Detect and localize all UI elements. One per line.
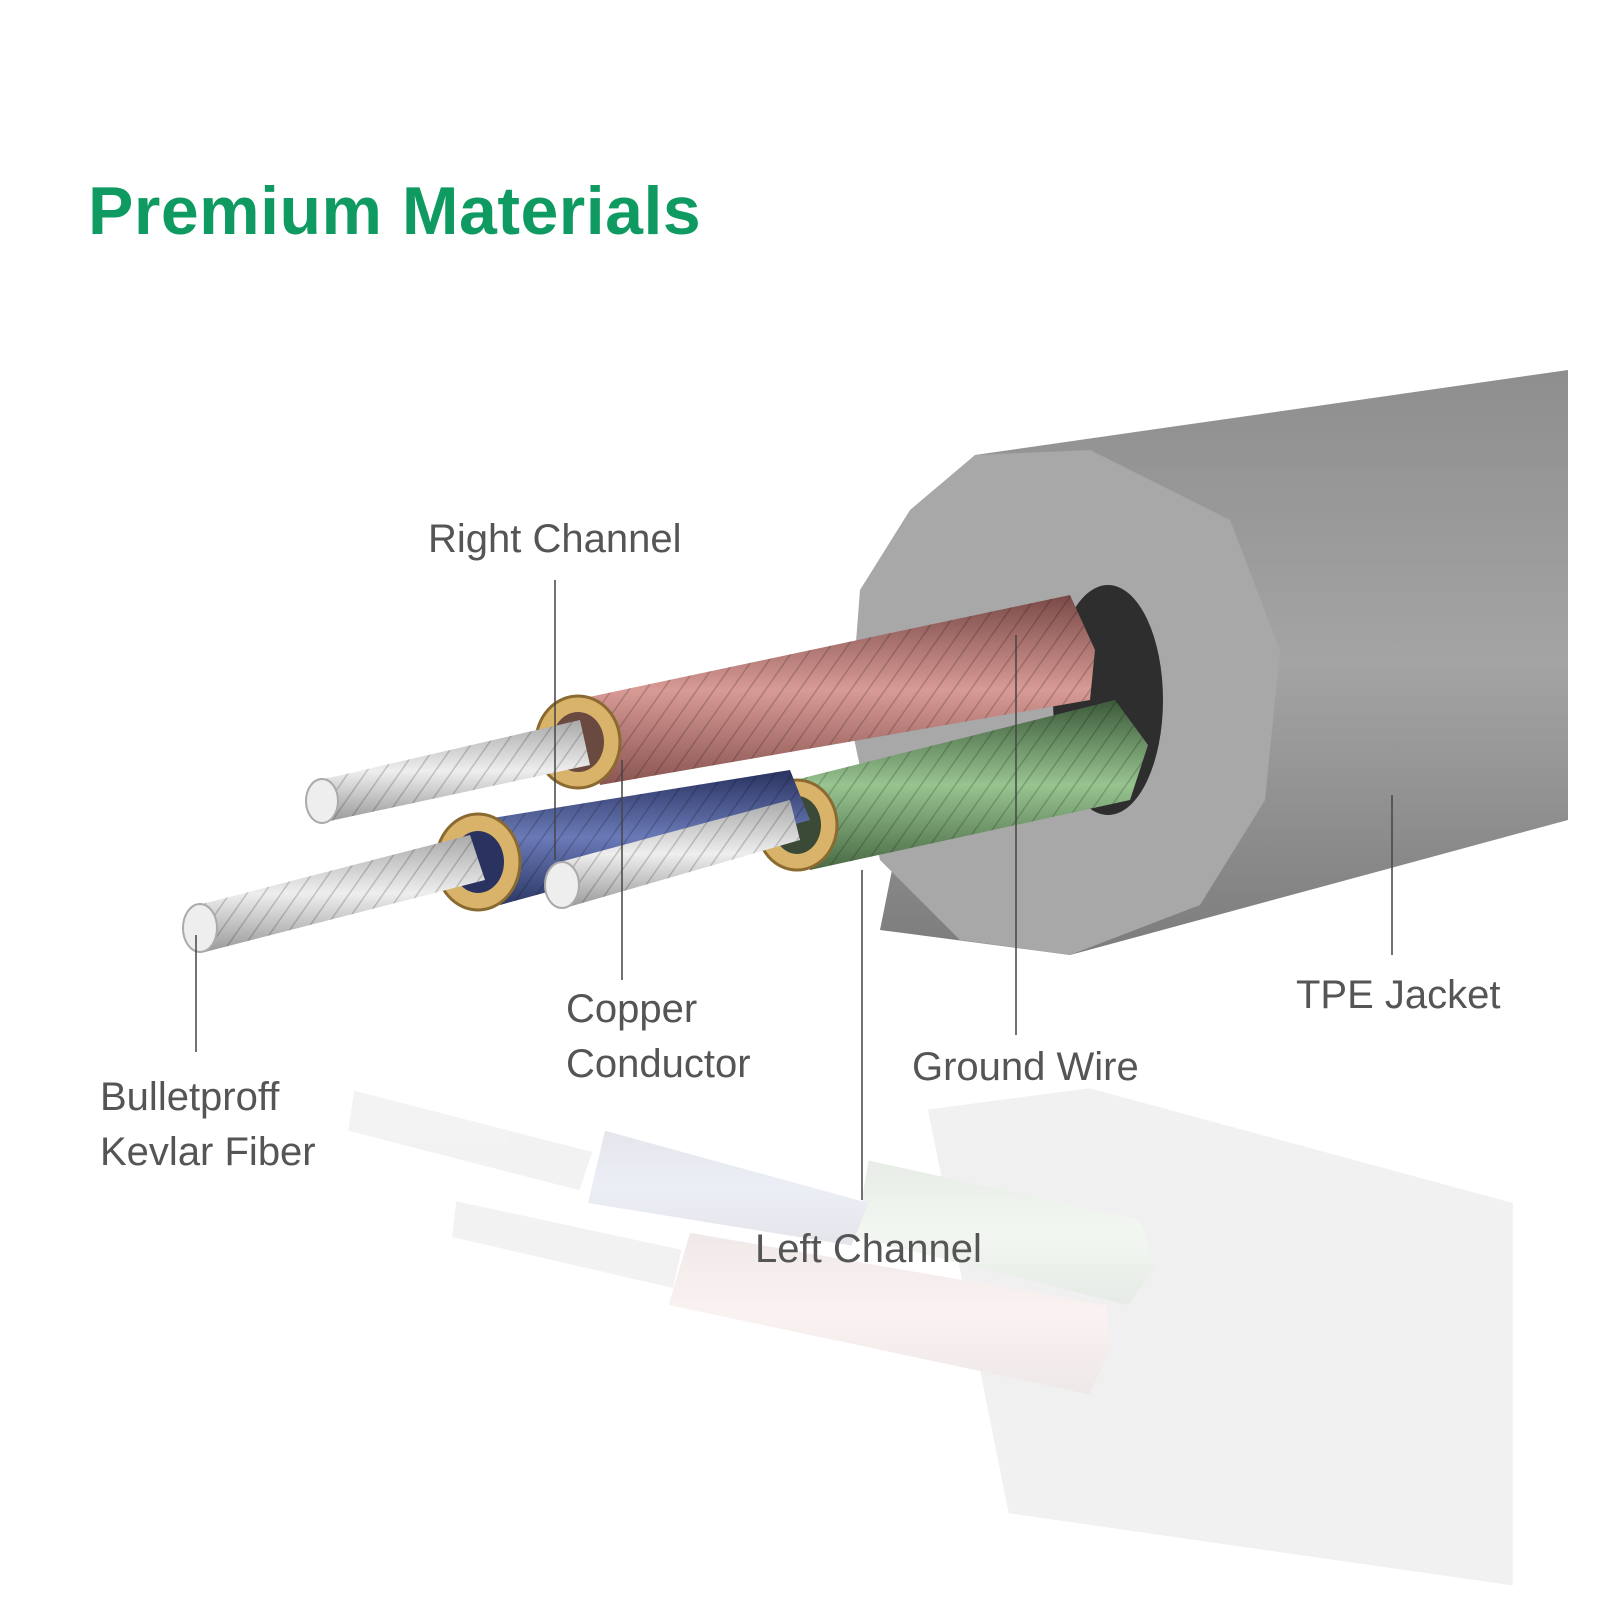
label-tpe-jacket: TPE Jacket bbox=[1296, 973, 1501, 1017]
label-line: Kevlar Fiber bbox=[100, 1130, 316, 1174]
label-kevlar-fiber: Bulletproff Kevlar Fiber bbox=[100, 1070, 316, 1180]
page-title: Premium Materials bbox=[88, 173, 702, 249]
label-line: Copper bbox=[566, 987, 698, 1031]
label-copper-conductor: Copper Conductor bbox=[566, 982, 751, 1092]
label-line: Bulletproff bbox=[100, 1075, 280, 1119]
cable-reflection bbox=[348, 1088, 1513, 1586]
kevlar-fiber bbox=[182, 720, 800, 953]
label-ground-wire: Ground Wire bbox=[912, 1045, 1139, 1089]
label-right-channel: Right Channel bbox=[428, 517, 682, 561]
leader-lines bbox=[195, 580, 1393, 1200]
cable bbox=[182, 370, 1568, 955]
label-line: Conductor bbox=[566, 1042, 751, 1086]
label-left-channel: Left Channel bbox=[755, 1227, 982, 1271]
